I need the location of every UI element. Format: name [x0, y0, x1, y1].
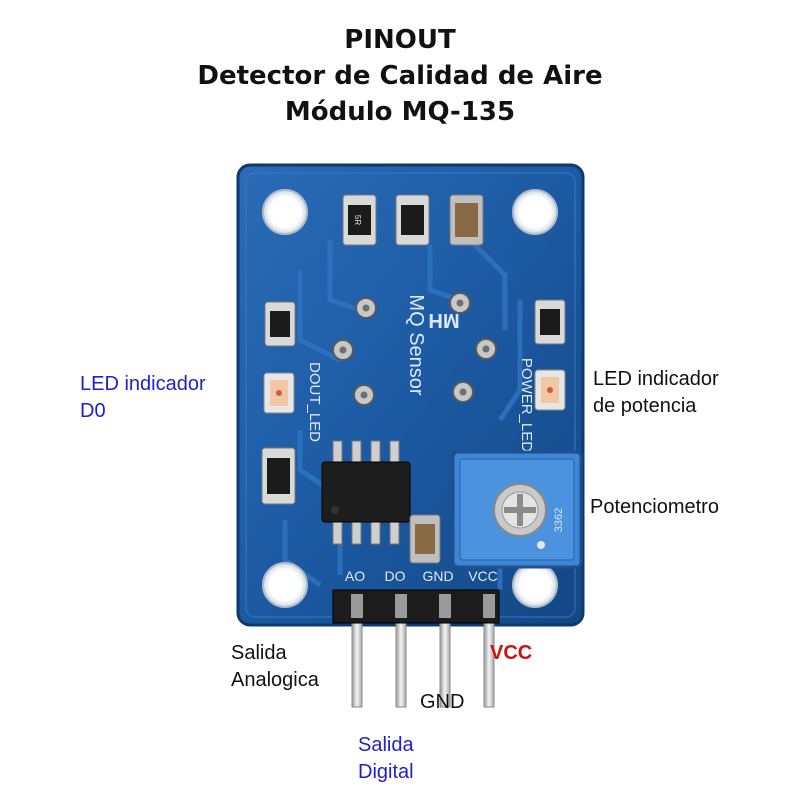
- title-line-2: Detector de Calidad de Aire: [197, 61, 603, 91]
- label-vcc: VCC: [490, 642, 533, 664]
- label-digital-output: Salida Digital: [358, 734, 414, 783]
- ic-chip: [321, 440, 411, 545]
- mounting-holes: [262, 189, 558, 608]
- potentiometer-component: 3362: [451, 450, 583, 569]
- svg-text:5R: 5R: [353, 215, 362, 225]
- pin-label-gnd: GND: [422, 568, 453, 584]
- pin-label-vcc: VCC: [468, 568, 498, 584]
- label-potentiometer: Potenciometro: [590, 496, 719, 518]
- header-housing: [332, 589, 500, 624]
- svg-text:3362: 3362: [553, 508, 565, 532]
- pin-label-do: DO: [385, 568, 406, 584]
- right-smd-components: [534, 299, 566, 411]
- label-led-d0: LED indicador D0: [80, 373, 206, 422]
- label-analog-output: Salida Analogica: [231, 642, 319, 691]
- title-line-3: Módulo MQ-135: [284, 97, 516, 127]
- sensor-name-silkscreen: MQ Sensor: [405, 294, 427, 395]
- pin-label-ao: AO: [345, 568, 365, 584]
- pcb-traces: [282, 238, 523, 590]
- brand-silkscreen: MH: [428, 309, 459, 331]
- dout-led-silkscreen: DOUT_LED: [306, 362, 323, 442]
- title-line-1: PINOUT: [344, 25, 456, 55]
- top-smd-components: 5R: [342, 194, 484, 246]
- label-gnd: GND: [420, 691, 465, 713]
- label-led-power: LED indicador de potencia: [593, 368, 719, 417]
- left-smd-components: [261, 301, 296, 505]
- power-led-silkscreen: POWER_LED: [518, 358, 535, 452]
